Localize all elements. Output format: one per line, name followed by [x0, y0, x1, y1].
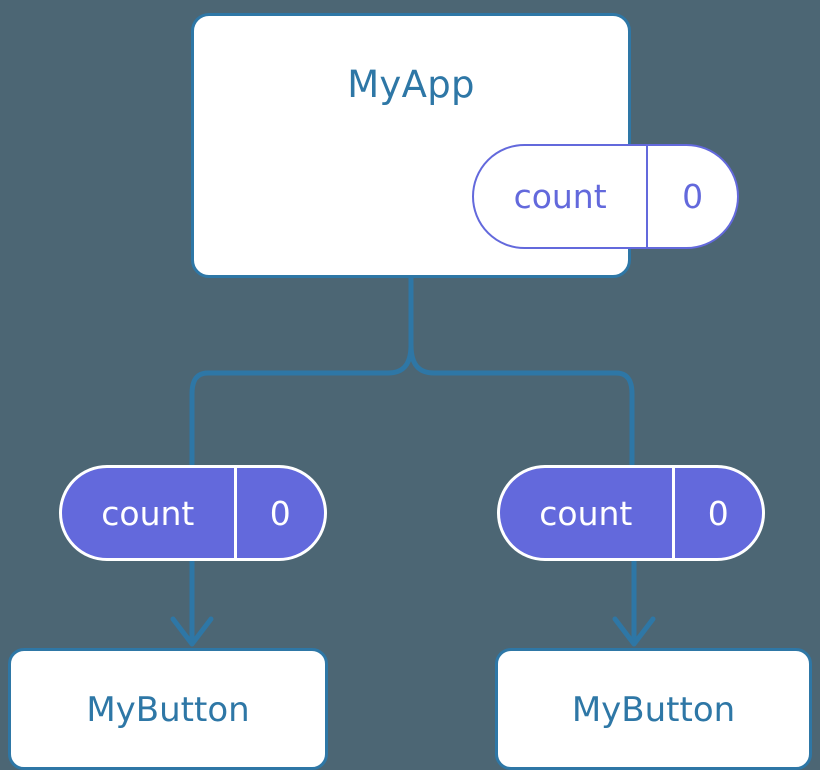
component-label: MyButton: [571, 690, 736, 730]
component-card-mybutton-left[interactable]: MyButton: [8, 648, 328, 770]
state-pill-branch-right[interactable]: count 0: [497, 465, 765, 561]
state-value-label: 0: [233, 468, 324, 558]
state-key-label: count: [101, 493, 195, 533]
branch-left-line: [189, 344, 414, 465]
state-pill-root[interactable]: count 0: [472, 144, 739, 249]
state-value-label: 0: [671, 468, 762, 558]
arrow-right-head: [612, 616, 656, 647]
state-pill-branch-left[interactable]: count 0: [59, 465, 327, 561]
arrow-left-head: [170, 616, 214, 647]
component-label: MyButton: [86, 690, 250, 730]
state-key-label: count: [513, 177, 607, 216]
state-value-label: 0: [646, 146, 737, 247]
state-key-label: count: [539, 493, 633, 533]
branch-right-line: [408, 344, 635, 465]
component-card-myapp[interactable]: MyApp count 0: [191, 13, 739, 278]
component-card-mybutton-right[interactable]: MyButton: [495, 648, 812, 770]
page-title: MyApp: [347, 63, 475, 106]
